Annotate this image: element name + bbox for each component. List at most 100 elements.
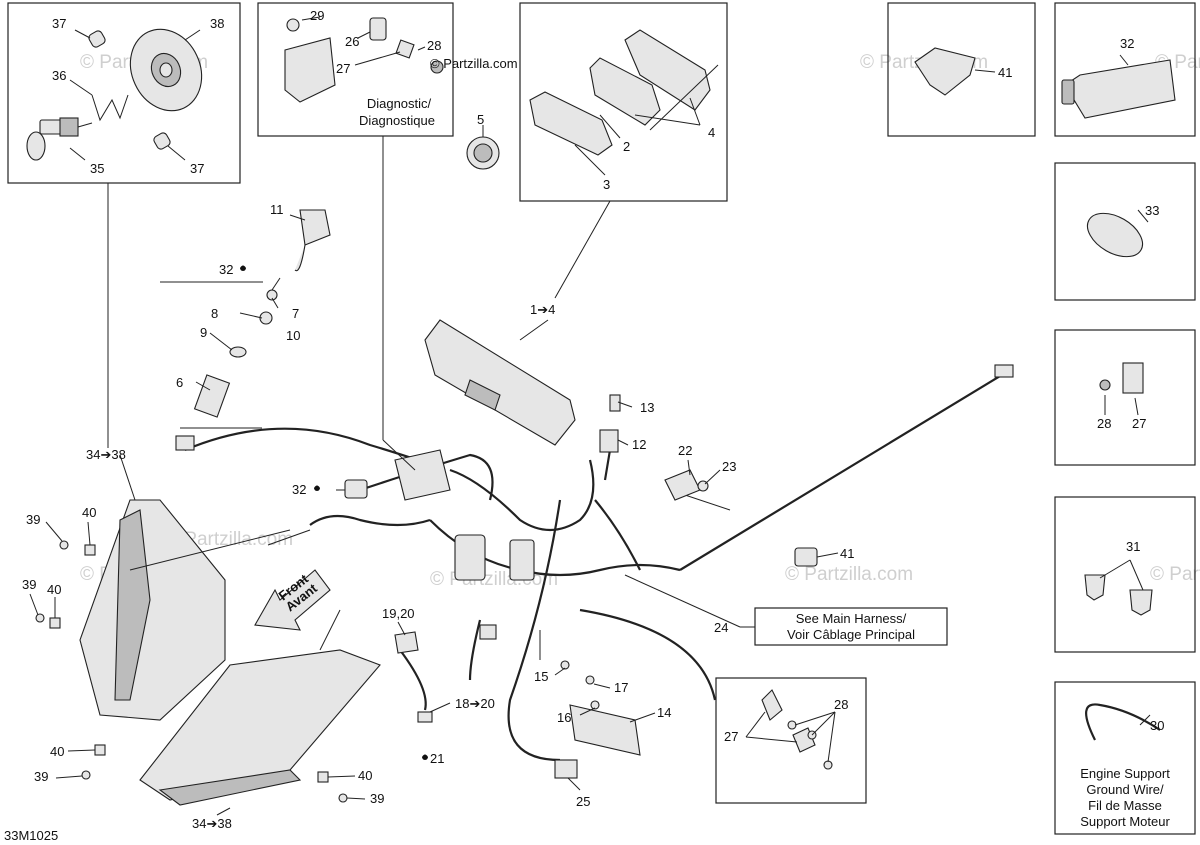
washer-icon xyxy=(229,346,247,358)
gauge-lens-icon xyxy=(529,91,613,156)
watermark-text: © Partzilla.com xyxy=(785,564,913,585)
cable-tie-icon xyxy=(1086,212,1144,258)
fuse-box-icon xyxy=(509,539,535,581)
harness-clip-icon xyxy=(914,47,976,96)
clip-box xyxy=(887,2,1036,137)
callout-39: 39 xyxy=(22,577,36,592)
callout-40: 40 xyxy=(50,744,64,759)
callout-5: 5 xyxy=(477,112,484,127)
callout-16: 16 xyxy=(557,710,571,725)
callout-13: 13 xyxy=(640,400,654,415)
diagnostic-parts xyxy=(284,16,444,103)
connector-icon xyxy=(394,631,419,654)
callout-30: 30 xyxy=(1150,718,1164,733)
callout-28: 28 xyxy=(427,38,441,53)
screw-icon xyxy=(59,540,69,550)
cable-sleeve-icon xyxy=(299,209,331,246)
callout-27: 27 xyxy=(336,61,350,76)
clip-icon xyxy=(794,547,818,567)
switch-icon xyxy=(599,429,619,453)
callout-38: 38 xyxy=(210,16,224,31)
connector-icon xyxy=(554,759,578,779)
callout-2: 2 xyxy=(623,139,630,154)
gauge-assembly-icon xyxy=(424,319,576,446)
push-rivet-icon xyxy=(1129,589,1153,616)
gauge-rear-cover-icon xyxy=(624,29,711,111)
connector-icon xyxy=(175,435,195,451)
adhesive-drop-icon xyxy=(240,265,246,271)
callout-27: 27 xyxy=(1132,416,1146,431)
grease-parts xyxy=(1061,54,1176,119)
nut-icon xyxy=(430,60,444,74)
callout-28: 28 xyxy=(1097,416,1111,431)
callout-26: 26 xyxy=(345,34,359,49)
callout-21: 21 xyxy=(430,751,444,766)
spring-clip-icon xyxy=(91,94,129,122)
ground-wire-box xyxy=(1054,681,1196,835)
relay-icon xyxy=(454,534,486,581)
clip-parts xyxy=(914,47,996,96)
clip-icon xyxy=(84,544,96,556)
ground-note-line2: Ground Wire/ xyxy=(1086,782,1164,797)
headlamp-bulb-box xyxy=(7,2,241,184)
callout-41: 41 xyxy=(998,65,1012,80)
callout-14: 14 xyxy=(657,705,671,720)
clip-nut-icon xyxy=(1122,362,1144,394)
callout-7: 7 xyxy=(292,306,299,321)
harness-note: See Main Harness/ Voir Câblage Principal xyxy=(754,607,948,646)
connector-icon xyxy=(479,624,497,640)
grommet-icon xyxy=(88,30,106,48)
watermark-text: © Partzilla.com xyxy=(430,569,558,590)
callout-37: 37 xyxy=(52,16,66,31)
callout-35: 35 xyxy=(90,161,104,176)
bulb-box-parts xyxy=(26,28,203,161)
diagnostic-module-icon xyxy=(284,37,336,103)
diagnostic-box xyxy=(257,2,454,137)
gauge-parts xyxy=(466,29,719,176)
front-arrow: Front Avant xyxy=(254,569,331,631)
diagram-code: 33M1025 xyxy=(4,828,58,843)
nut-parts xyxy=(1099,362,1144,416)
clip-icon xyxy=(94,744,106,756)
grease-tube-icon xyxy=(1064,59,1176,119)
callout-32: 32 xyxy=(292,482,306,497)
screw-icon xyxy=(1099,379,1111,391)
screw-icon xyxy=(81,770,91,780)
callout-23: 23 xyxy=(722,459,736,474)
connector-icon xyxy=(369,17,387,41)
bracket-icon xyxy=(761,689,783,721)
diagnostic-note-line2: Diagnostique xyxy=(359,113,435,128)
ground-note-line1: Engine Support xyxy=(1080,766,1170,781)
bracket-box xyxy=(715,677,867,804)
speed-sensor-icon xyxy=(193,374,231,418)
adhesive-drop-icon xyxy=(422,754,428,760)
ground-wire-icon xyxy=(1085,703,1161,741)
callout-3: 3 xyxy=(603,177,610,192)
ground-note-line3: Fil de Masse xyxy=(1088,798,1162,813)
callout-19-20: 19,20 xyxy=(382,606,415,621)
main-parts xyxy=(35,209,1014,806)
ground-note-line4: Support Moteur xyxy=(1080,814,1170,829)
leader-lines xyxy=(29,136,839,816)
cable-icon xyxy=(294,244,306,272)
nut-icon xyxy=(560,660,570,670)
callout-17: 17 xyxy=(614,680,628,695)
callout-10: 10 xyxy=(286,328,300,343)
clip-icon xyxy=(49,617,61,629)
gauge-box xyxy=(519,2,728,202)
callout-8: 8 xyxy=(211,306,218,321)
adhesive-drop-icon xyxy=(314,485,320,491)
sensor-mount-icon xyxy=(664,469,701,501)
callout-39: 39 xyxy=(370,791,384,806)
nut-icon xyxy=(823,760,833,770)
callout-15: 15 xyxy=(534,669,548,684)
harness-note-line2: Voir Câblage Principal xyxy=(787,627,915,642)
callout-39: 39 xyxy=(26,512,40,527)
callout-34-38: 34➔38 xyxy=(192,816,232,831)
callout-36: 36 xyxy=(52,68,66,83)
diagnostic-note-line1: Diagnostic/ xyxy=(367,96,432,111)
screw-icon xyxy=(286,18,300,32)
callout-32: 32 xyxy=(219,262,233,277)
callout-22: 22 xyxy=(678,443,692,458)
